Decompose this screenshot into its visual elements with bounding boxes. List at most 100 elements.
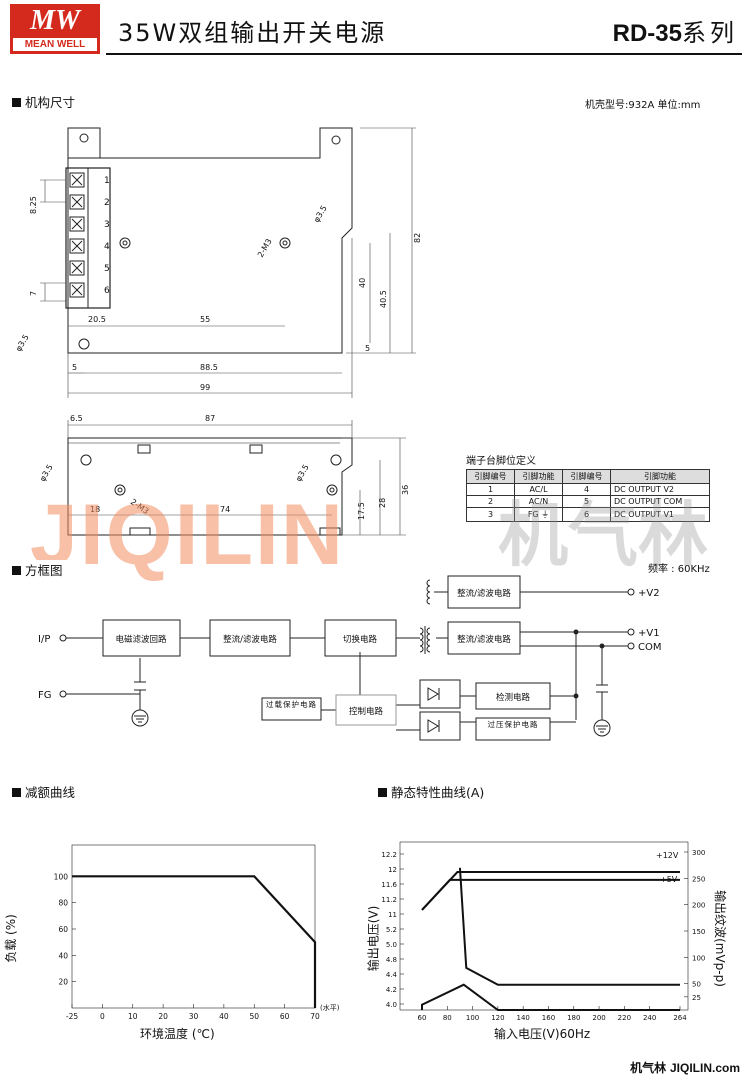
dim-pitch: 8.25 — [29, 196, 38, 214]
derating-plot-frame — [71, 844, 316, 1009]
derating-x-tick-label: 30 — [189, 1012, 199, 1020]
pin-table-header: 引脚功能 — [514, 469, 563, 484]
static-x-tick-label: 100 — [466, 1014, 479, 1020]
input-ip-label: I/P — [38, 634, 50, 645]
section-static-label: 静态特性曲线(A) — [391, 785, 485, 800]
dim-20-5: 20.5 — [88, 315, 106, 324]
logo-meanwell: MEAN WELL — [13, 38, 97, 51]
pin-table-header: 引脚功能 — [610, 469, 710, 484]
static-x-tick-label: 120 — [491, 1014, 504, 1020]
dim-5-right: 5 — [365, 344, 370, 353]
section-derating-title: 减额曲线 — [12, 782, 75, 801]
static-x-tick-label: 264 — [673, 1014, 687, 1020]
block-emi-filter: 电磁滤波回路 — [115, 634, 167, 645]
static-y-left-tick-label: 4.2 — [386, 986, 397, 994]
static-y-left-tick-label: 4.4 — [386, 971, 398, 979]
table-row: 3 FG ⏚ 6 DC OUTPUT V1 — [466, 507, 710, 522]
block-detect: 检测电路 — [496, 692, 531, 703]
dim-terminal-height: 7 — [29, 291, 38, 296]
dim-side-hole-right: φ3.5 — [294, 463, 311, 483]
derating-curve — [72, 875, 317, 1008]
static-y-left-tick-label: 5.0 — [386, 941, 397, 949]
table-row: 1 AC/L 4 DC OUTPUT V2 — [466, 483, 710, 496]
derating-y-tick-label: 80 — [58, 899, 68, 908]
bullet-square-icon — [12, 788, 21, 797]
static-x-tick-label: 200 — [592, 1014, 605, 1020]
dim-18: 18 — [90, 505, 100, 514]
header-rule — [106, 53, 742, 55]
pin-cell: DC OUTPUT COM — [610, 495, 710, 508]
derating-x-tick-label: 60 — [280, 1012, 290, 1020]
derating-x-tick-label: 40 — [219, 1012, 229, 1020]
dim-corner-hole: φ3.5 — [312, 204, 329, 224]
model-title: RD-35系列 — [613, 18, 738, 49]
output-v1-label: +V1 — [638, 628, 660, 639]
model-series: 系列 — [682, 19, 738, 47]
pin-table-header: 引脚编号 — [466, 469, 515, 484]
logo-mw: MW — [30, 5, 80, 36]
static-y-right-tick-label: 100 — [692, 954, 705, 962]
dim-40-5: 40.5 — [379, 290, 388, 308]
derating-x-tick-label: 20 — [158, 1012, 168, 1020]
dim-6-5: 6.5 — [70, 414, 83, 423]
dim-87: 87 — [205, 414, 215, 423]
section-derating-label: 减额曲线 — [25, 785, 76, 800]
output-v2-label: +V2 — [638, 588, 660, 599]
dim-5-left: 5 — [72, 363, 77, 372]
static-series-label-12v: +12V — [656, 851, 679, 860]
section-mechanical-label: 机构尺寸 — [25, 95, 76, 110]
pin-cell: 5 — [562, 495, 611, 508]
block-rectifier-input: 整流/滤波电路 — [223, 634, 277, 645]
pin-cell: DC OUTPUT V2 — [610, 483, 710, 496]
block-control: 控制电路 — [349, 706, 384, 717]
block-switching: 切换电路 — [343, 634, 378, 645]
block-ovp: 过压保护电路 — [487, 720, 539, 729]
dim-40: 40 — [358, 278, 367, 288]
derating-x-tick-label: 0 — [100, 1012, 105, 1020]
pin-cell: FG ⏚ — [514, 507, 563, 522]
static-y-left-tick-label: 4.0 — [386, 1001, 397, 1009]
static-y-right-tick-label: 25 — [692, 994, 701, 1002]
pin-table-title: 端子台脚位定义 — [466, 456, 536, 467]
dim-28: 28 — [378, 498, 387, 508]
pin-table: 引脚编号 引脚功能 引脚编号 引脚功能 1 AC/L 4 DC OUTPUT V… — [466, 469, 710, 522]
top-view-drawing: 1 2 3 4 5 6 8.25 7 20.5 55 φ3.5 5 88.5 9… — [14, 127, 422, 398]
case-info: 机壳型号:932A 单位:mm — [585, 100, 701, 111]
dim-36: 36 — [401, 485, 410, 495]
side-view-drawing: 6.5 87 φ3.5 φ3.5 2-M3 18 74 17.5 28 36 — [38, 414, 410, 536]
dim-17-5: 17.5 — [357, 502, 366, 520]
derating-xunit: (水平) — [320, 1003, 340, 1012]
derating-x-tick-label: 10 — [128, 1012, 138, 1020]
pin-cell: DC OUTPUT V1 — [610, 507, 710, 522]
derating-y-tick-label: 100 — [54, 872, 69, 881]
pin-cell: 4 — [562, 483, 611, 496]
pin-cell: 6 — [562, 507, 611, 522]
derating-x-tick-label: -25 — [66, 1012, 78, 1020]
static-y-left-tick-label: 11 — [388, 911, 397, 919]
footer-brand-cn: 机气林 — [630, 1061, 667, 1075]
dim-side-hole-left: φ3.5 — [38, 463, 55, 483]
static-series-label-5v: +5V — [660, 875, 678, 884]
brand-logo: MW MEAN WELL — [10, 4, 100, 54]
pin-cell: AC/N — [514, 495, 563, 508]
section-mechanical-title: 机构尺寸 — [12, 92, 75, 111]
derating-xlabel: 环境温度 (℃) — [140, 1027, 215, 1041]
pin-cell: 2 — [466, 495, 515, 508]
static-x-tick-label: 220 — [618, 1014, 631, 1020]
terminal-number-2: 2 — [104, 198, 110, 208]
static-y-left-tick-label: 11.2 — [381, 896, 397, 904]
dim-99: 99 — [200, 383, 210, 392]
terminal-number-5: 5 — [104, 264, 110, 274]
derating-y-tick-label: 20 — [58, 978, 68, 987]
pin-table-header: 引脚编号 — [562, 469, 611, 484]
output-com-label: COM — [638, 642, 661, 653]
dim-74: 74 — [220, 505, 230, 514]
derating-y-tick-label: 60 — [58, 925, 68, 934]
section-block-label: 方框图 — [25, 563, 63, 578]
page-title: 35W双组输出开关电源 — [118, 19, 387, 47]
footer-url: JIQILIN.com — [669, 1061, 740, 1075]
block-diagram: I/P FG +V2 +V1 COM 电磁滤波回路 整流/滤波电路 切换电路 整… — [38, 575, 661, 741]
terminal-number-1: 1 — [104, 176, 110, 186]
